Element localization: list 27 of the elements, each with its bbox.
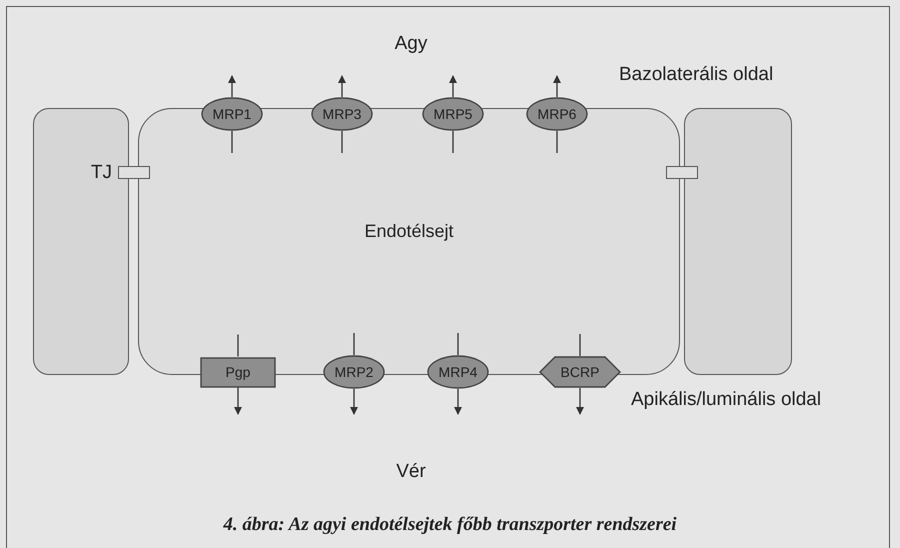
transporter-ellipse: MRP5 <box>422 97 484 131</box>
side-label: Bazolaterális oldal <box>619 64 774 86</box>
transporter-ellipse: MRP2 <box>323 355 385 389</box>
transport-arrow <box>350 389 358 415</box>
transport-arrow <box>454 389 462 415</box>
transport-arrow <box>234 388 242 415</box>
transporter-ellipse: MRP4 <box>427 355 489 389</box>
transport-arrow <box>338 75 346 97</box>
transporter-box: Pgp <box>200 356 276 388</box>
transporter-ellipse: MRP1 <box>201 97 263 131</box>
transporter-ellipse: MRP6 <box>526 97 588 131</box>
cell-label: Endotélsejt <box>364 221 454 242</box>
transporter-hexagon: BCRP <box>539 356 621 388</box>
transport-arrow <box>553 75 561 97</box>
region-label: Agy <box>394 33 428 55</box>
tight-junction <box>666 166 698 179</box>
neighbor-cell <box>684 108 792 375</box>
junction-label: TJ <box>90 162 112 184</box>
region-label: Vér <box>396 461 426 483</box>
figure-caption: 4. ábra: Az agyi endotélsejtek főbb transzporter rendszerei <box>223 514 677 535</box>
tight-junction <box>118 166 150 179</box>
side-label: Apikális/luminális oldal <box>631 389 822 411</box>
transport-arrow <box>228 75 236 97</box>
transport-arrow <box>576 388 584 415</box>
transport-arrow <box>449 75 457 97</box>
transporter-ellipse: MRP3 <box>311 97 373 131</box>
neighbor-cell <box>33 108 129 375</box>
